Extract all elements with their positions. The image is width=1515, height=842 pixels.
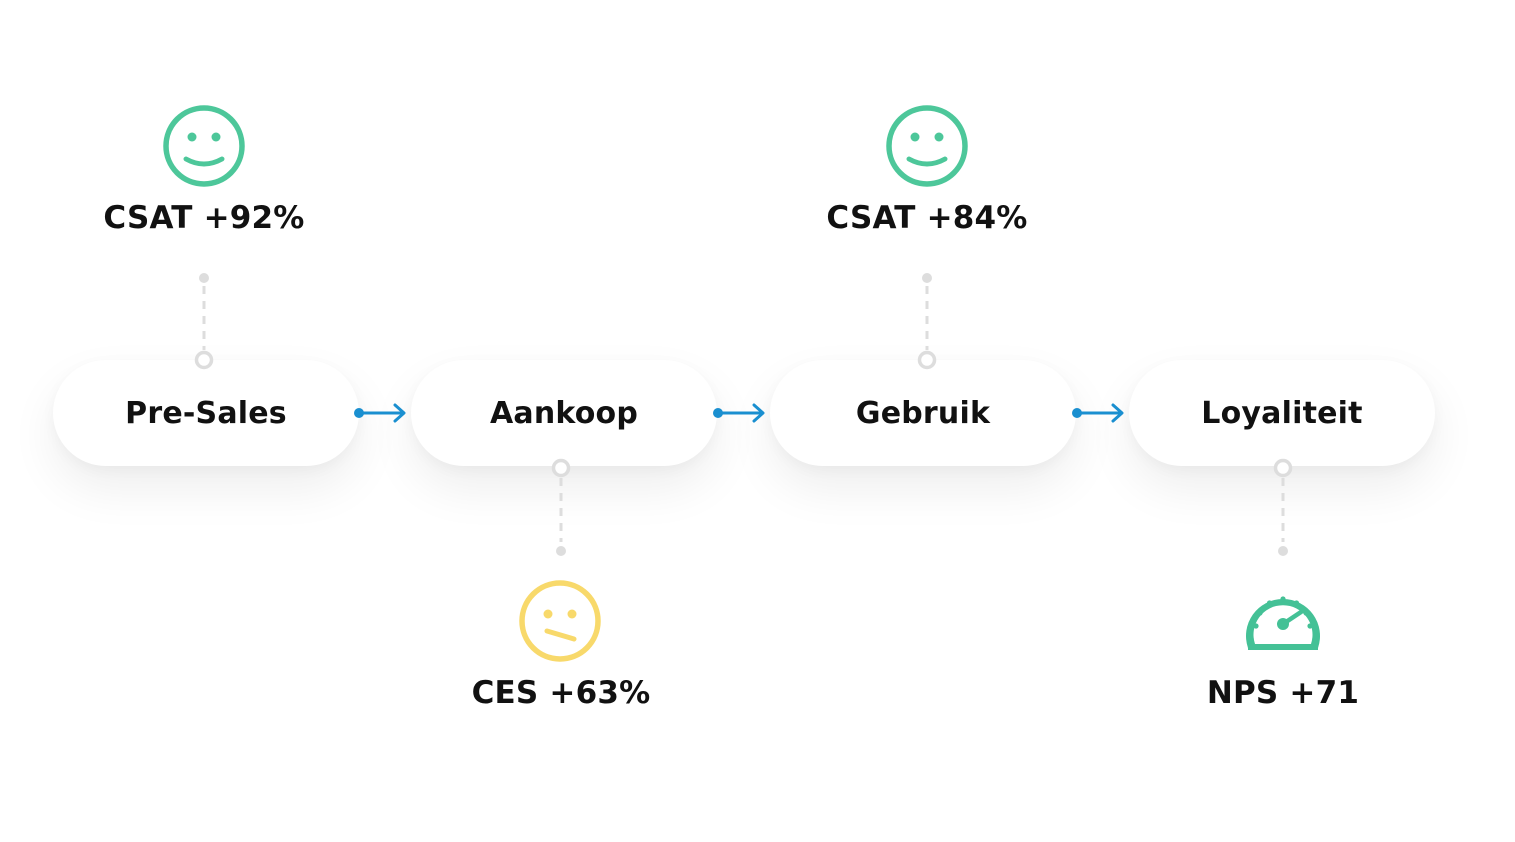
stage-label: Pre-Sales (125, 395, 287, 431)
metric-label-csat: CSAT +84% (826, 200, 1028, 236)
arrow-right-icon (1068, 401, 1128, 425)
stage-label: Aankoop (489, 395, 639, 431)
stage-aankoop: Aankoop (411, 360, 717, 466)
metric-label-nps: NPS +71 (1206, 675, 1360, 711)
speedometer-icon (1242, 584, 1324, 652)
stage-loyaliteit: Loyaliteit (1129, 360, 1435, 466)
arrow-right-icon (709, 401, 769, 425)
metric-label-csat: CSAT +92% (103, 200, 305, 236)
happy-face-icon (162, 104, 246, 188)
happy-face-icon (885, 104, 969, 188)
stage-label: Gebruik (855, 395, 991, 431)
dashed-connector (1271, 458, 1295, 556)
metric-label-ces: CES +63% (471, 675, 651, 711)
neutral-face-icon (518, 579, 602, 663)
arrow-right-icon (350, 401, 410, 425)
dashed-connector (915, 272, 939, 370)
dashed-connector (549, 458, 573, 556)
dashed-connector (192, 272, 216, 370)
stage-pre-sales: Pre-Sales (53, 360, 359, 466)
stage-label: Loyaliteit (1201, 395, 1363, 431)
stage-gebruik: Gebruik (770, 360, 1076, 466)
